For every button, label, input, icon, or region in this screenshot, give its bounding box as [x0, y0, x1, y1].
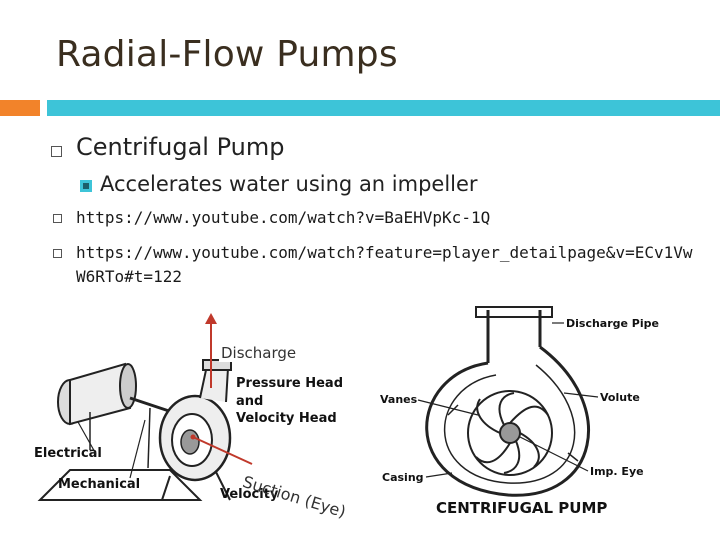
centrifugal-pump-drawing: Discharge Pipe Vanes Volute Casing Imp. … [368, 305, 690, 527]
label-pressure-head: Pressure Head [236, 376, 343, 391]
label-mechanical: Mechanical [58, 477, 140, 492]
pump-motor-drawing: Pressure Head and Velocity Head Electric… [30, 350, 362, 528]
video-link-2-line2[interactable]: W6RTo#t=122 [76, 267, 182, 286]
accent-bar-cyan [47, 100, 720, 116]
label-electrical: Electrical [34, 446, 102, 461]
video-link-1[interactable]: https://www.youtube.com/watch?v=BaEHVpKc… [76, 208, 491, 227]
label-volute: Volute [600, 391, 640, 404]
label-casing: Casing [382, 471, 424, 484]
sub-bullet-icon [80, 180, 92, 192]
label-velocity-head: Velocity Head [236, 411, 337, 426]
label-discharge-pipe: Discharge Pipe [566, 317, 659, 330]
accent-bar-orange [0, 100, 40, 116]
bullet-box-icon [53, 249, 62, 258]
label-imp-eye: Imp. Eye [590, 465, 644, 478]
bullet-box-icon [53, 214, 62, 223]
label-velocity: Velocity [220, 487, 279, 502]
label-and: and [236, 394, 263, 409]
video-link-2-line1[interactable]: https://www.youtube.com/watch?feature=pl… [76, 243, 693, 262]
suction-pointer [192, 436, 253, 465]
label-vanes: Vanes [380, 393, 418, 406]
sub-bullet-accelerates: Accelerates water using an impeller [100, 172, 478, 196]
centrifugal-pump-diagram: Discharge Pipe Vanes Volute Casing Imp. … [368, 305, 690, 527]
discharge-arrowhead [205, 313, 217, 324]
bullet-box-icon [51, 146, 62, 157]
diagram-caption: CENTRIFUGAL PUMP [436, 499, 607, 517]
bullet-centrifugal-pump: Centrifugal Pump [76, 133, 285, 161]
discharge-annotation: Discharge [219, 344, 299, 362]
slide-title: Radial-Flow Pumps [56, 34, 398, 75]
